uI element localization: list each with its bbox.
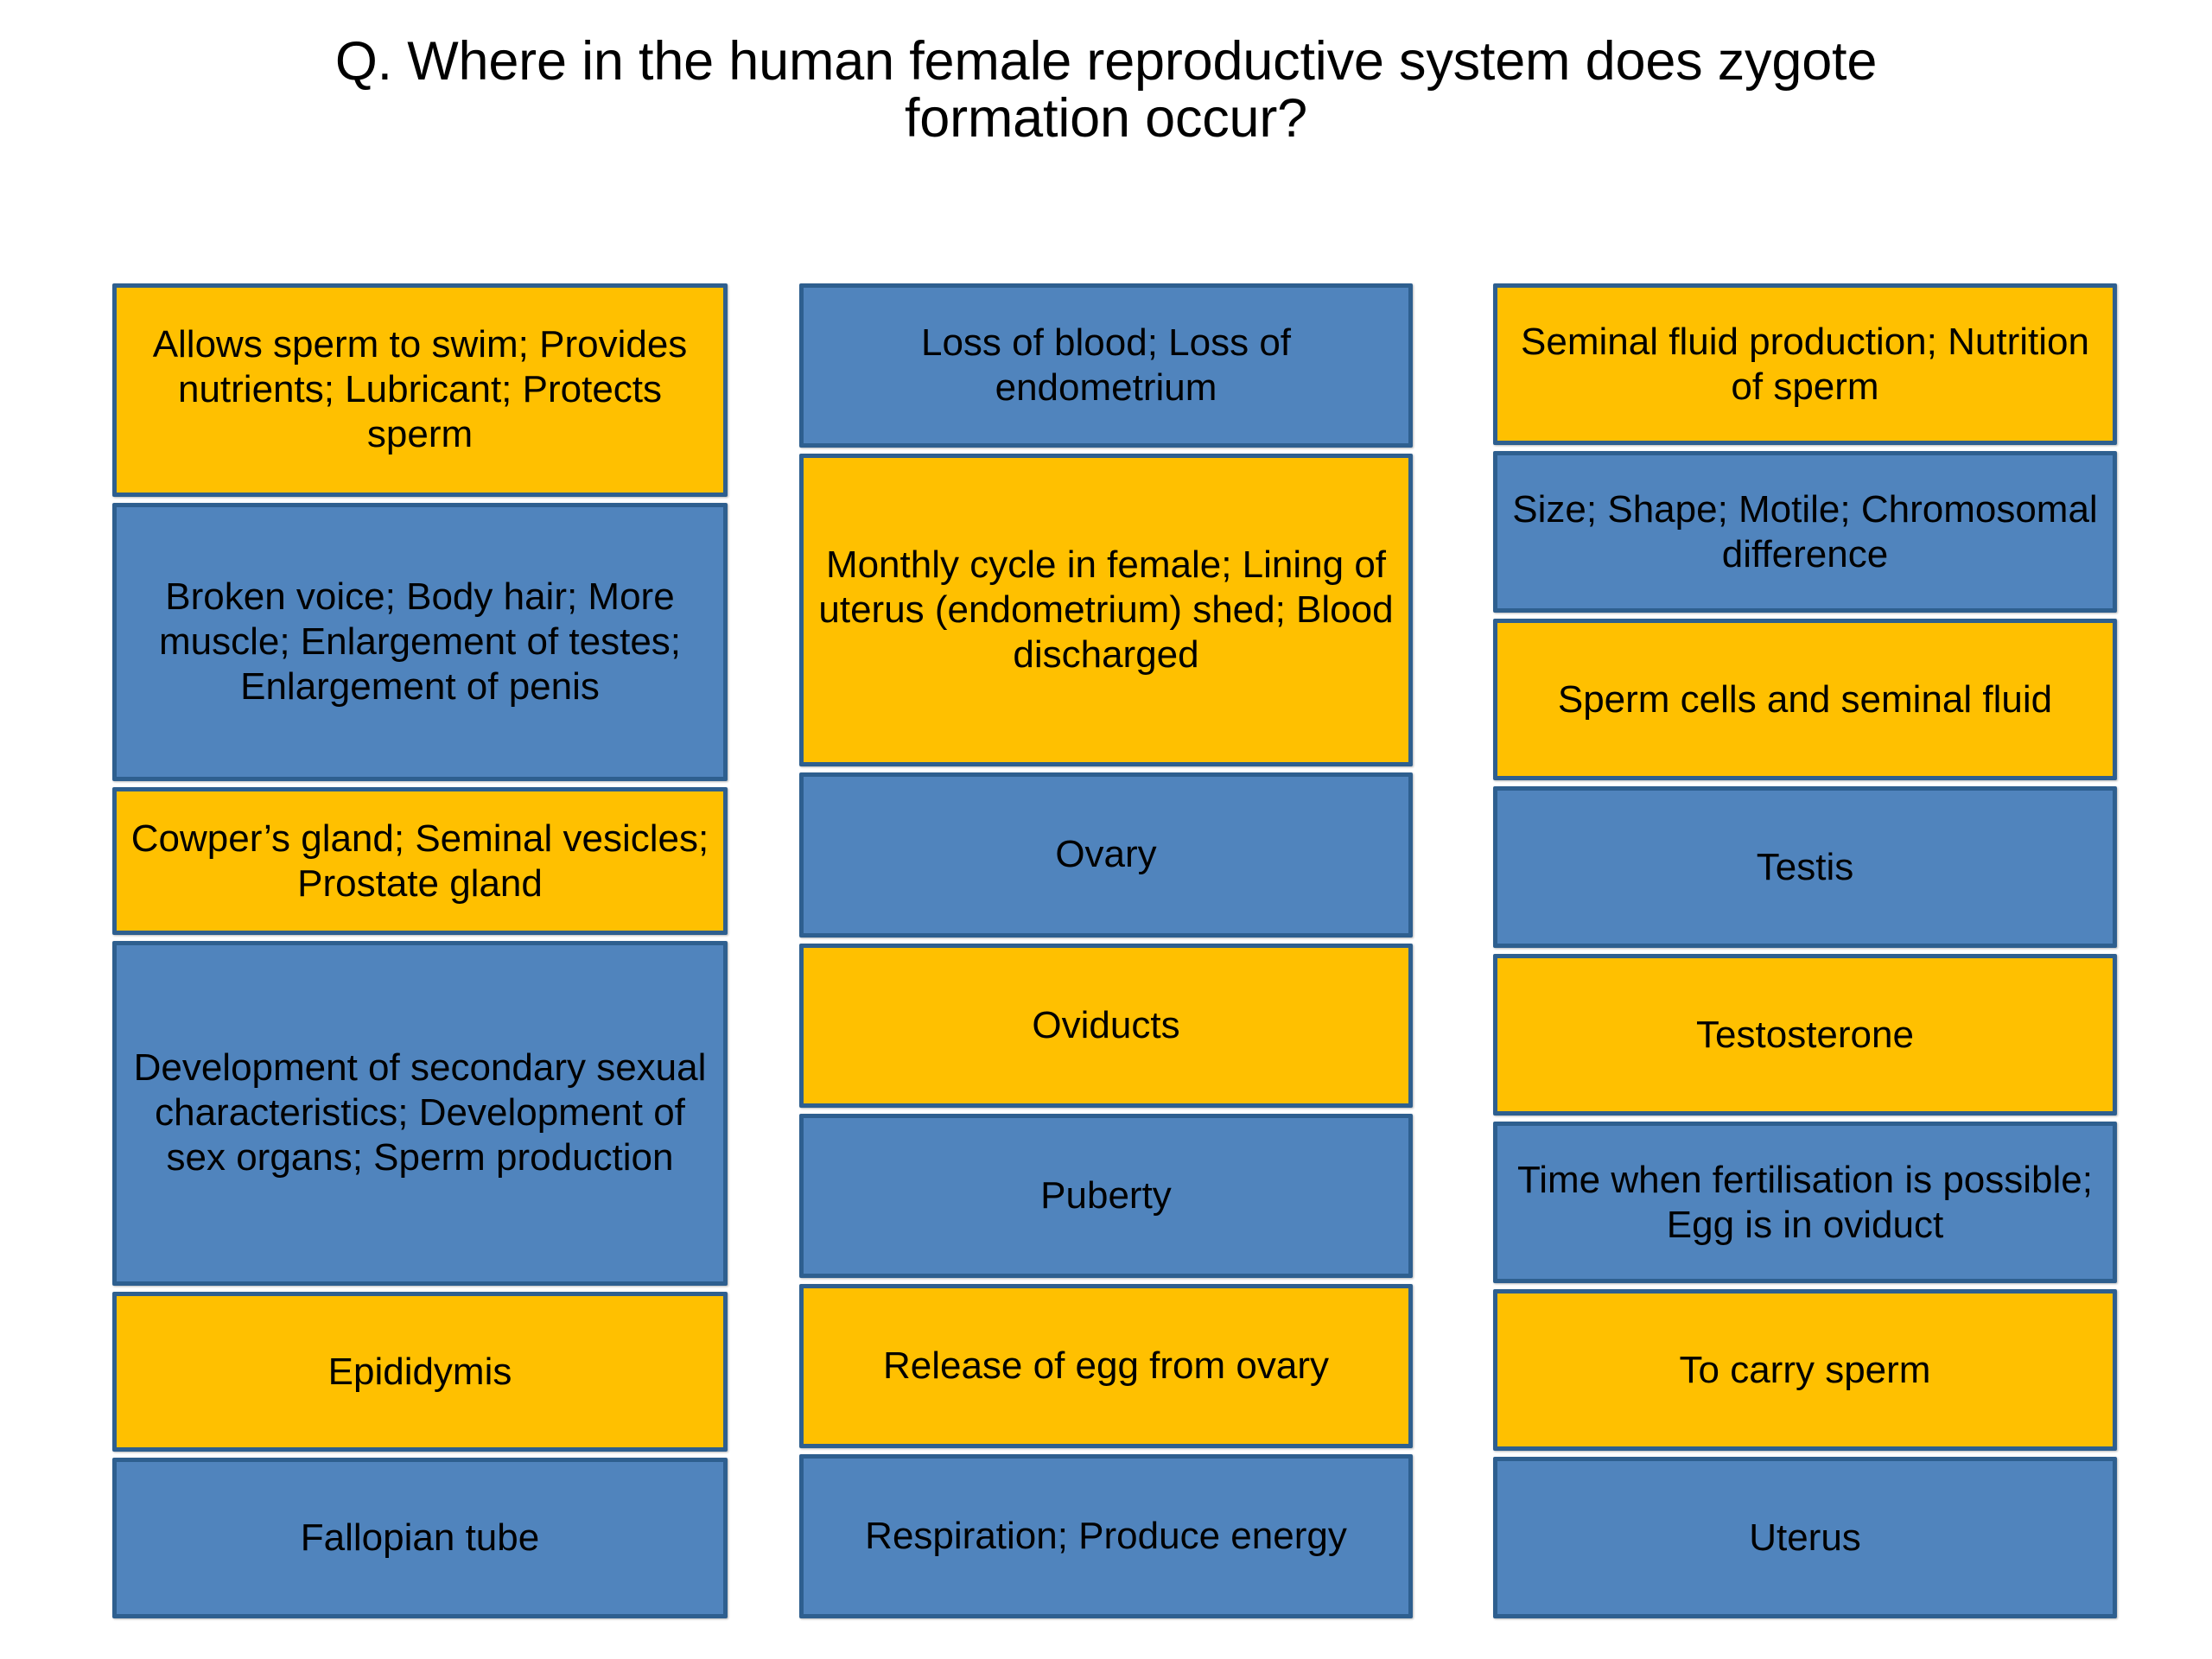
answer-card-label: Monthly cycle in female; Lining of uteru… <box>818 543 1394 677</box>
answer-card-label: Loss of blood; Loss of endometrium <box>920 321 1292 410</box>
answer-card[interactable]: Loss of blood; Loss of endometrium <box>799 283 1413 448</box>
answer-card-label: Puberty <box>1040 1173 1172 1217</box>
answer-card-label: Epididymis <box>327 1350 512 1393</box>
answer-card[interactable]: Puberty <box>799 1113 1413 1278</box>
answer-card-label: To carry sperm <box>1679 1348 1931 1391</box>
page-title: Q. Where in the human female reproductiv… <box>112 33 2100 147</box>
answer-card[interactable]: Allows sperm to swim; Provides nutrients… <box>112 283 728 497</box>
answer-card-label: Testis <box>1756 845 1854 888</box>
answer-card-label: Uterus <box>1749 1516 1861 1559</box>
answer-card[interactable]: Testosterone <box>1493 954 2117 1116</box>
answer-card-label: Broken voice; Body hair; More muscle; En… <box>158 575 682 708</box>
page-title-line-1: Q. Where in the human female reproductiv… <box>334 31 1878 92</box>
page-title-line-2: formation occur? <box>904 88 1307 149</box>
card-columns: Allows sperm to swim; Provides nutrients… <box>0 283 2212 1618</box>
answer-card-label: Respiration; Produce energy <box>865 1514 1347 1557</box>
answer-card[interactable]: Sperm cells and seminal fluid <box>1493 619 2117 780</box>
card-column-1: Allows sperm to swim; Provides nutrients… <box>112 283 728 1618</box>
answer-card[interactable]: Time when fertilisation is possible; Egg… <box>1493 1122 2117 1283</box>
answer-card[interactable]: Cowper’s gland; Seminal vesicles; Prosta… <box>112 787 728 935</box>
card-column-3: Seminal fluid production; Nutrition of s… <box>1493 283 2117 1618</box>
answer-card[interactable]: To carry sperm <box>1493 1289 2117 1451</box>
answer-card-label: Release of egg from ovary <box>882 1344 1330 1387</box>
answer-card-label: Development of secondary sexual characte… <box>133 1046 707 1179</box>
answer-card-label: Ovary <box>1055 833 1157 876</box>
answer-card[interactable]: Monthly cycle in female; Lining of uteru… <box>799 454 1413 767</box>
answer-card-label: Testosterone <box>1696 1013 1914 1056</box>
answer-card[interactable]: Fallopian tube <box>112 1458 728 1618</box>
answer-card[interactable]: Seminal fluid production; Nutrition of s… <box>1493 283 2117 445</box>
answer-card[interactable]: Oviducts <box>799 943 1413 1108</box>
answer-card[interactable]: Development of secondary sexual characte… <box>112 940 728 1286</box>
answer-card-label: Sperm cells and seminal fluid <box>1557 677 2053 721</box>
answer-card[interactable]: Respiration; Produce energy <box>799 1453 1413 1618</box>
answer-card[interactable]: Uterus <box>1493 1457 2117 1618</box>
answer-card[interactable]: Testis <box>1493 786 2117 948</box>
answer-card-label: Cowper’s gland; Seminal vesicles; Prosta… <box>130 817 709 905</box>
answer-card-label: Seminal fluid production; Nutrition of s… <box>1521 320 2089 408</box>
answer-card-label: Size; Shape; Motile; Chromosomal differe… <box>1512 487 2098 575</box>
answer-card[interactable]: Release of egg from ovary <box>799 1283 1413 1448</box>
answer-card-label: Time when fertilisation is possible; Egg… <box>1517 1158 2093 1246</box>
answer-card[interactable]: Epididymis <box>112 1291 728 1452</box>
answer-card-label: Allows sperm to swim; Provides nutrients… <box>152 323 688 456</box>
answer-card[interactable]: Ovary <box>799 772 1413 938</box>
answer-card[interactable]: Broken voice; Body hair; More muscle; En… <box>112 502 728 782</box>
answer-card[interactable]: Size; Shape; Motile; Chromosomal differe… <box>1493 451 2117 613</box>
answer-card-label: Fallopian tube <box>300 1516 540 1560</box>
answer-card-label: Oviducts <box>1032 1003 1180 1046</box>
